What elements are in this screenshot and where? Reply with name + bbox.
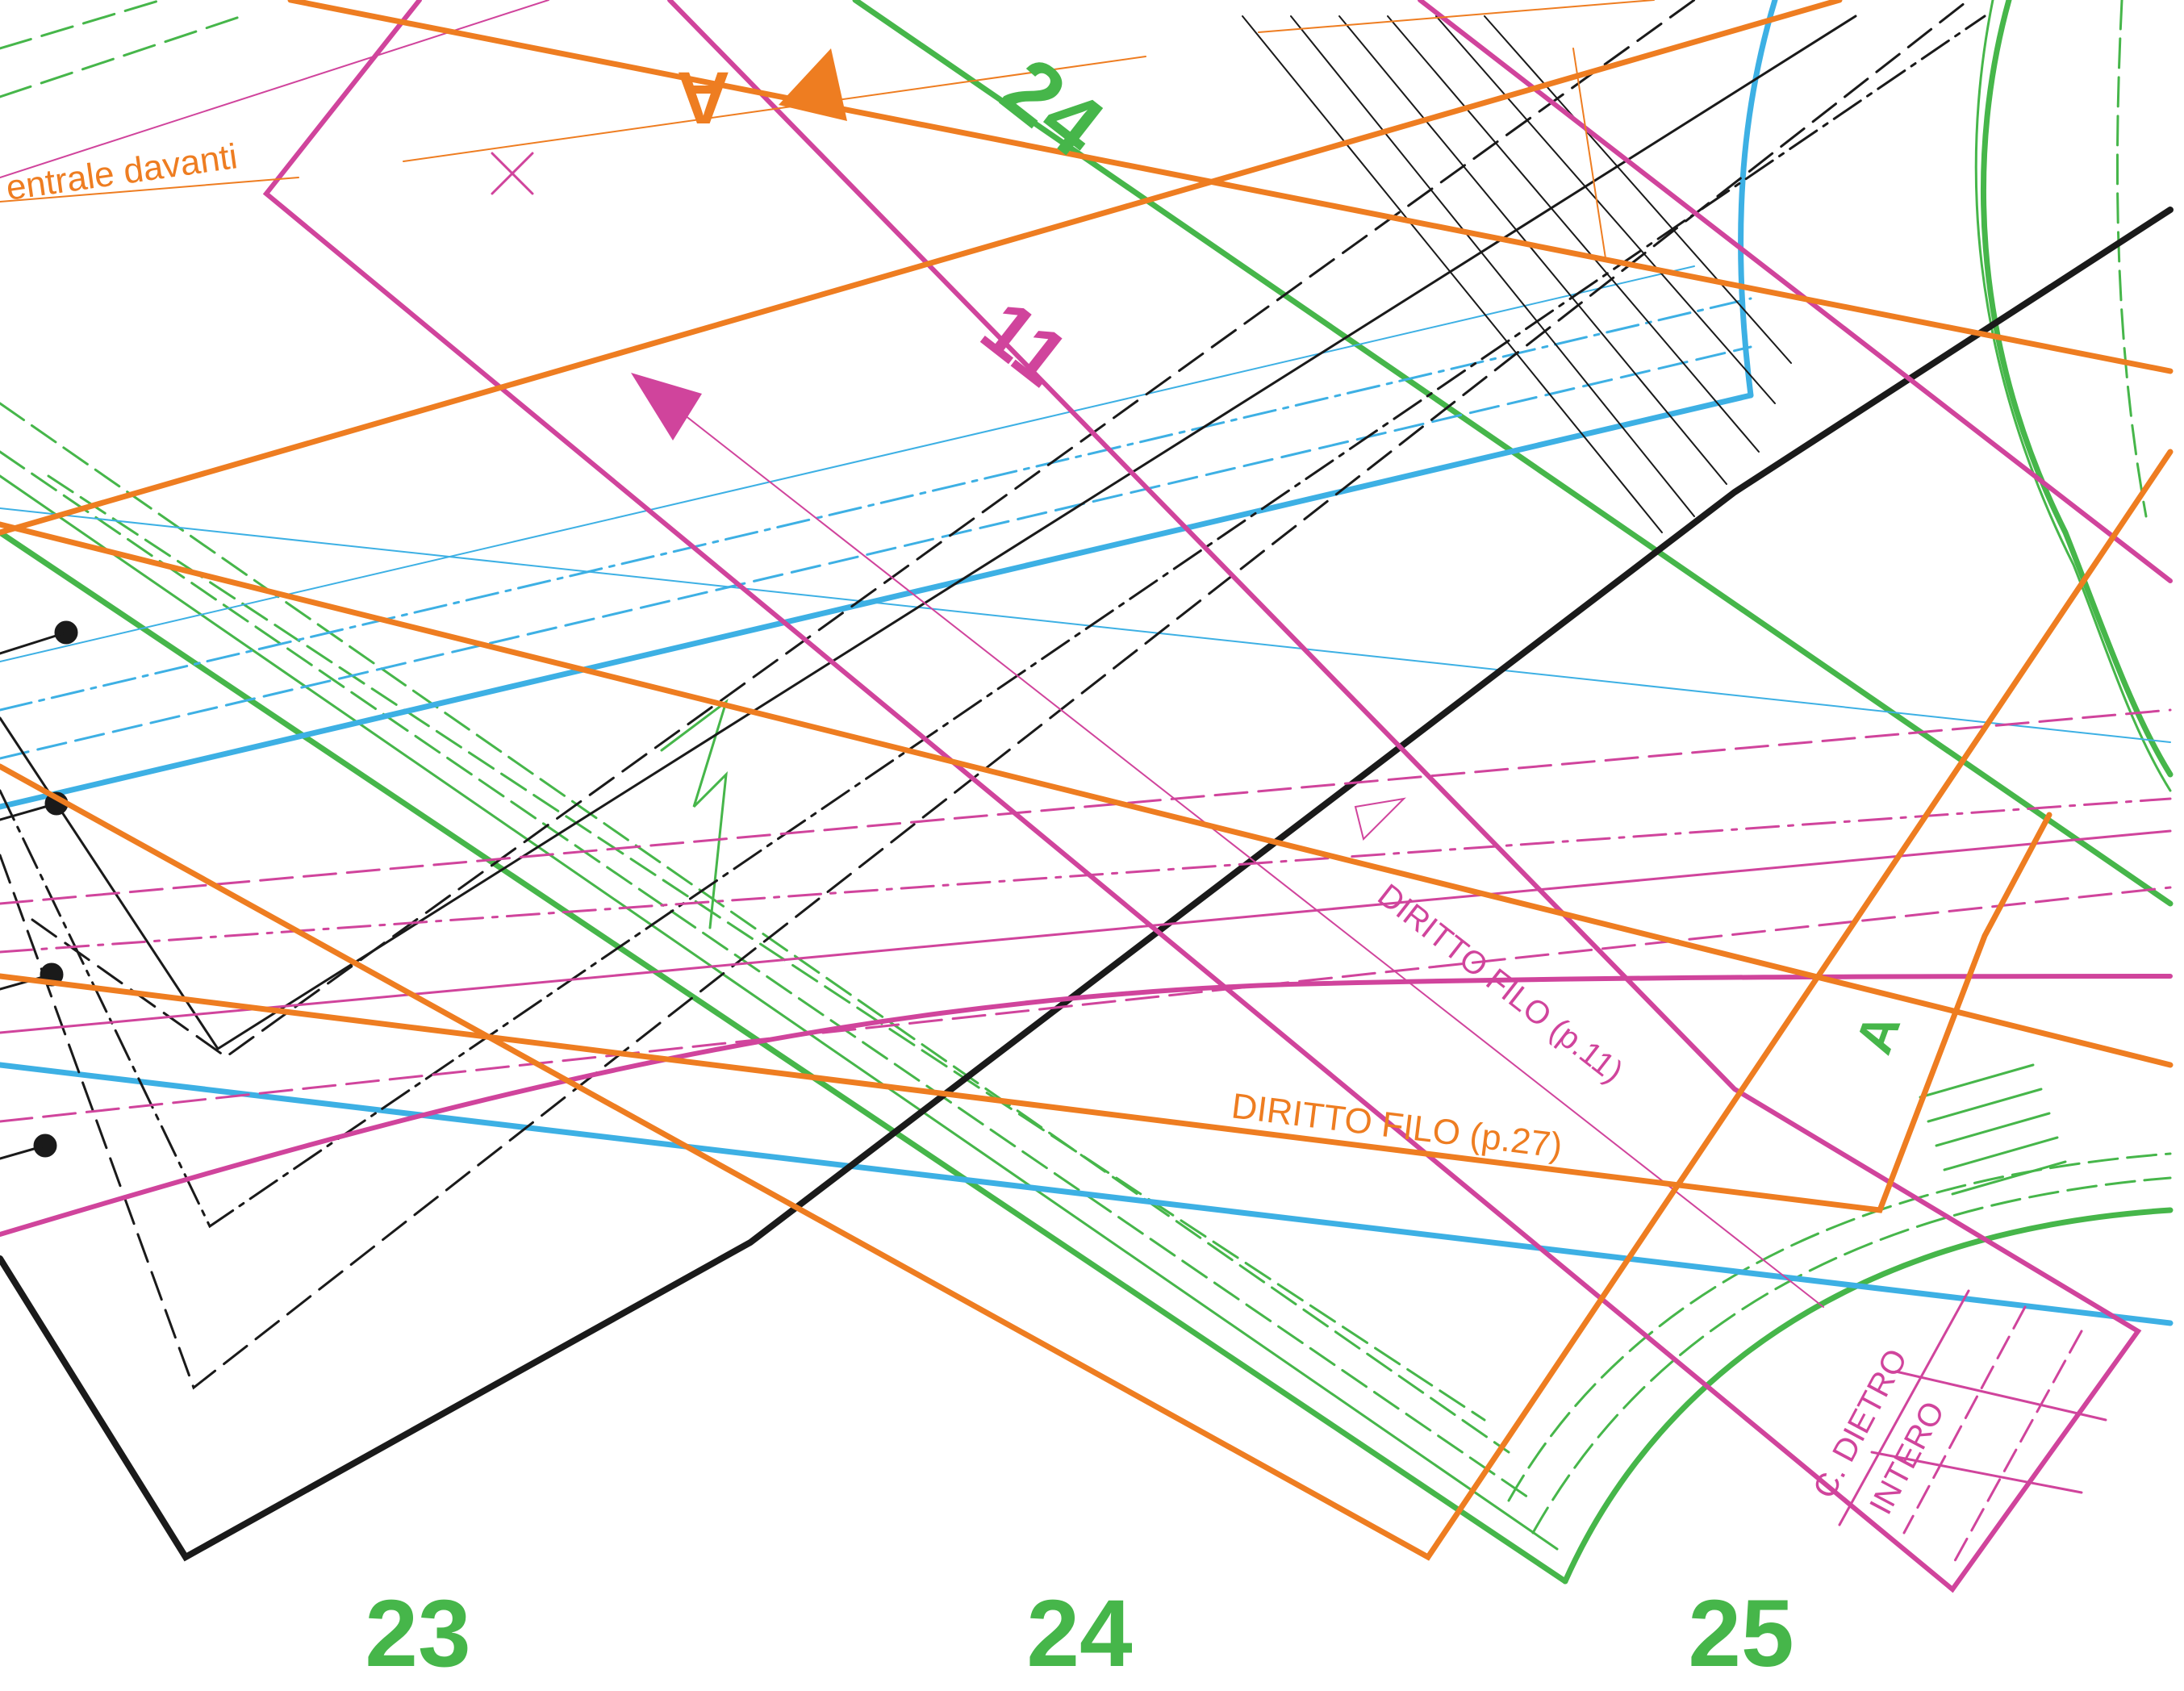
black-solid-outline: [0, 15, 1857, 1051]
label-marker-orange-a: A: [677, 56, 730, 139]
black-thick-outline: [0, 207, 2174, 1562]
green-cut-line-upper-left-2: [0, 15, 244, 98]
green-notch-mark: [660, 699, 729, 929]
black-dashdot-outline: [0, 15, 1986, 1229]
green-armhole-bottom-dash2: [1507, 1152, 2172, 1502]
label-centrale-davanti: entrale davanti: [4, 136, 240, 208]
pink-dashed-2: [0, 886, 2172, 1123]
orange-rising-long: [0, 0, 1843, 536]
green-hatch-marks: [1919, 1063, 2067, 1196]
orange-triangle-outline: [0, 812, 2052, 1213]
blue-pattern-lines: [0, 0, 2174, 1326]
pink-solid-thin: [0, 829, 2172, 1034]
pink-notch-mark: [1354, 797, 1406, 841]
green-main-line-diagonal: [0, 529, 1568, 1585]
label-marker-green-a: A: [1844, 1006, 1911, 1061]
pink-thin-top: [0, 0, 549, 178]
orange-triangle-marker: [779, 48, 847, 121]
green-armhole-bottom-dash1: [1531, 1176, 2172, 1534]
green-dashed-3: [47, 474, 1486, 1422]
page-number-24: 24: [1026, 1580, 1132, 1687]
pink-curve-lower: [0, 974, 2173, 1237]
blue-thin-right: [0, 507, 2171, 743]
green-pattern-lines: [0, 0, 2174, 1585]
blue-dashed-1: [0, 345, 1752, 760]
pink-cross-mark: [491, 152, 534, 195]
green-curve-right-2: [1974, 0, 2172, 792]
green-dashed-2: [0, 402, 1510, 1454]
orange-lower-outline: [0, 449, 2174, 1561]
blue-dashdot: [0, 297, 1752, 712]
green-armhole-bottom: [1562, 1207, 2174, 1585]
page-numbers: 23 24 25: [365, 1580, 1794, 1687]
orange-grain-outline: [0, 521, 2174, 1068]
green-solid-thin: [0, 474, 1559, 1551]
black-pattern-lines: [0, 0, 2174, 1562]
pink-grainline-arrowhead: [631, 373, 702, 440]
label-size-pink-11: 11: [966, 284, 1084, 403]
pink-main-outline: [262, 0, 2142, 1593]
page-number-25: 25: [1688, 1580, 1794, 1687]
blue-thin-left: [0, 265, 1695, 662]
label-size-green-24: 24: [985, 39, 1121, 175]
pink-center-back-ticks: [1838, 1289, 2107, 1567]
pink-grainline-arrow: [669, 403, 1824, 1308]
orange-thin-left: [0, 177, 299, 203]
green-dashed-1: [0, 450, 1535, 1502]
orange-thin-right: [1258, 0, 1655, 33]
orange-pattern-lines: [0, 0, 2174, 1561]
orange-thin-vertical: [1572, 48, 1606, 259]
label-diritto-filo-p27: DIRITTO FILO (p.27): [1230, 1086, 1564, 1166]
orange-top-long: [287, 0, 2174, 374]
black-hatch-lines: [1242, 15, 1792, 533]
blue-thick-upper: [0, 392, 1754, 810]
blue-zipper-line: [1738, 0, 1778, 399]
pink-pattern-lines: [0, 0, 2173, 1593]
green-curve-right: [1981, 0, 2174, 778]
page-number-23: 23: [365, 1580, 470, 1687]
green-cut-line-upper-left: [0, 0, 163, 50]
black-dashed-outline: [0, 0, 1970, 1390]
blue-thick-lower: [0, 1062, 2174, 1326]
pink-solid-line-top: [1418, 0, 2173, 583]
orange-thin-top: [403, 56, 1146, 162]
pink-dashdot-1: [0, 797, 2172, 954]
green-curve-right-dashed: [2115, 0, 2148, 518]
pink-dashed-1: [0, 708, 2172, 905]
